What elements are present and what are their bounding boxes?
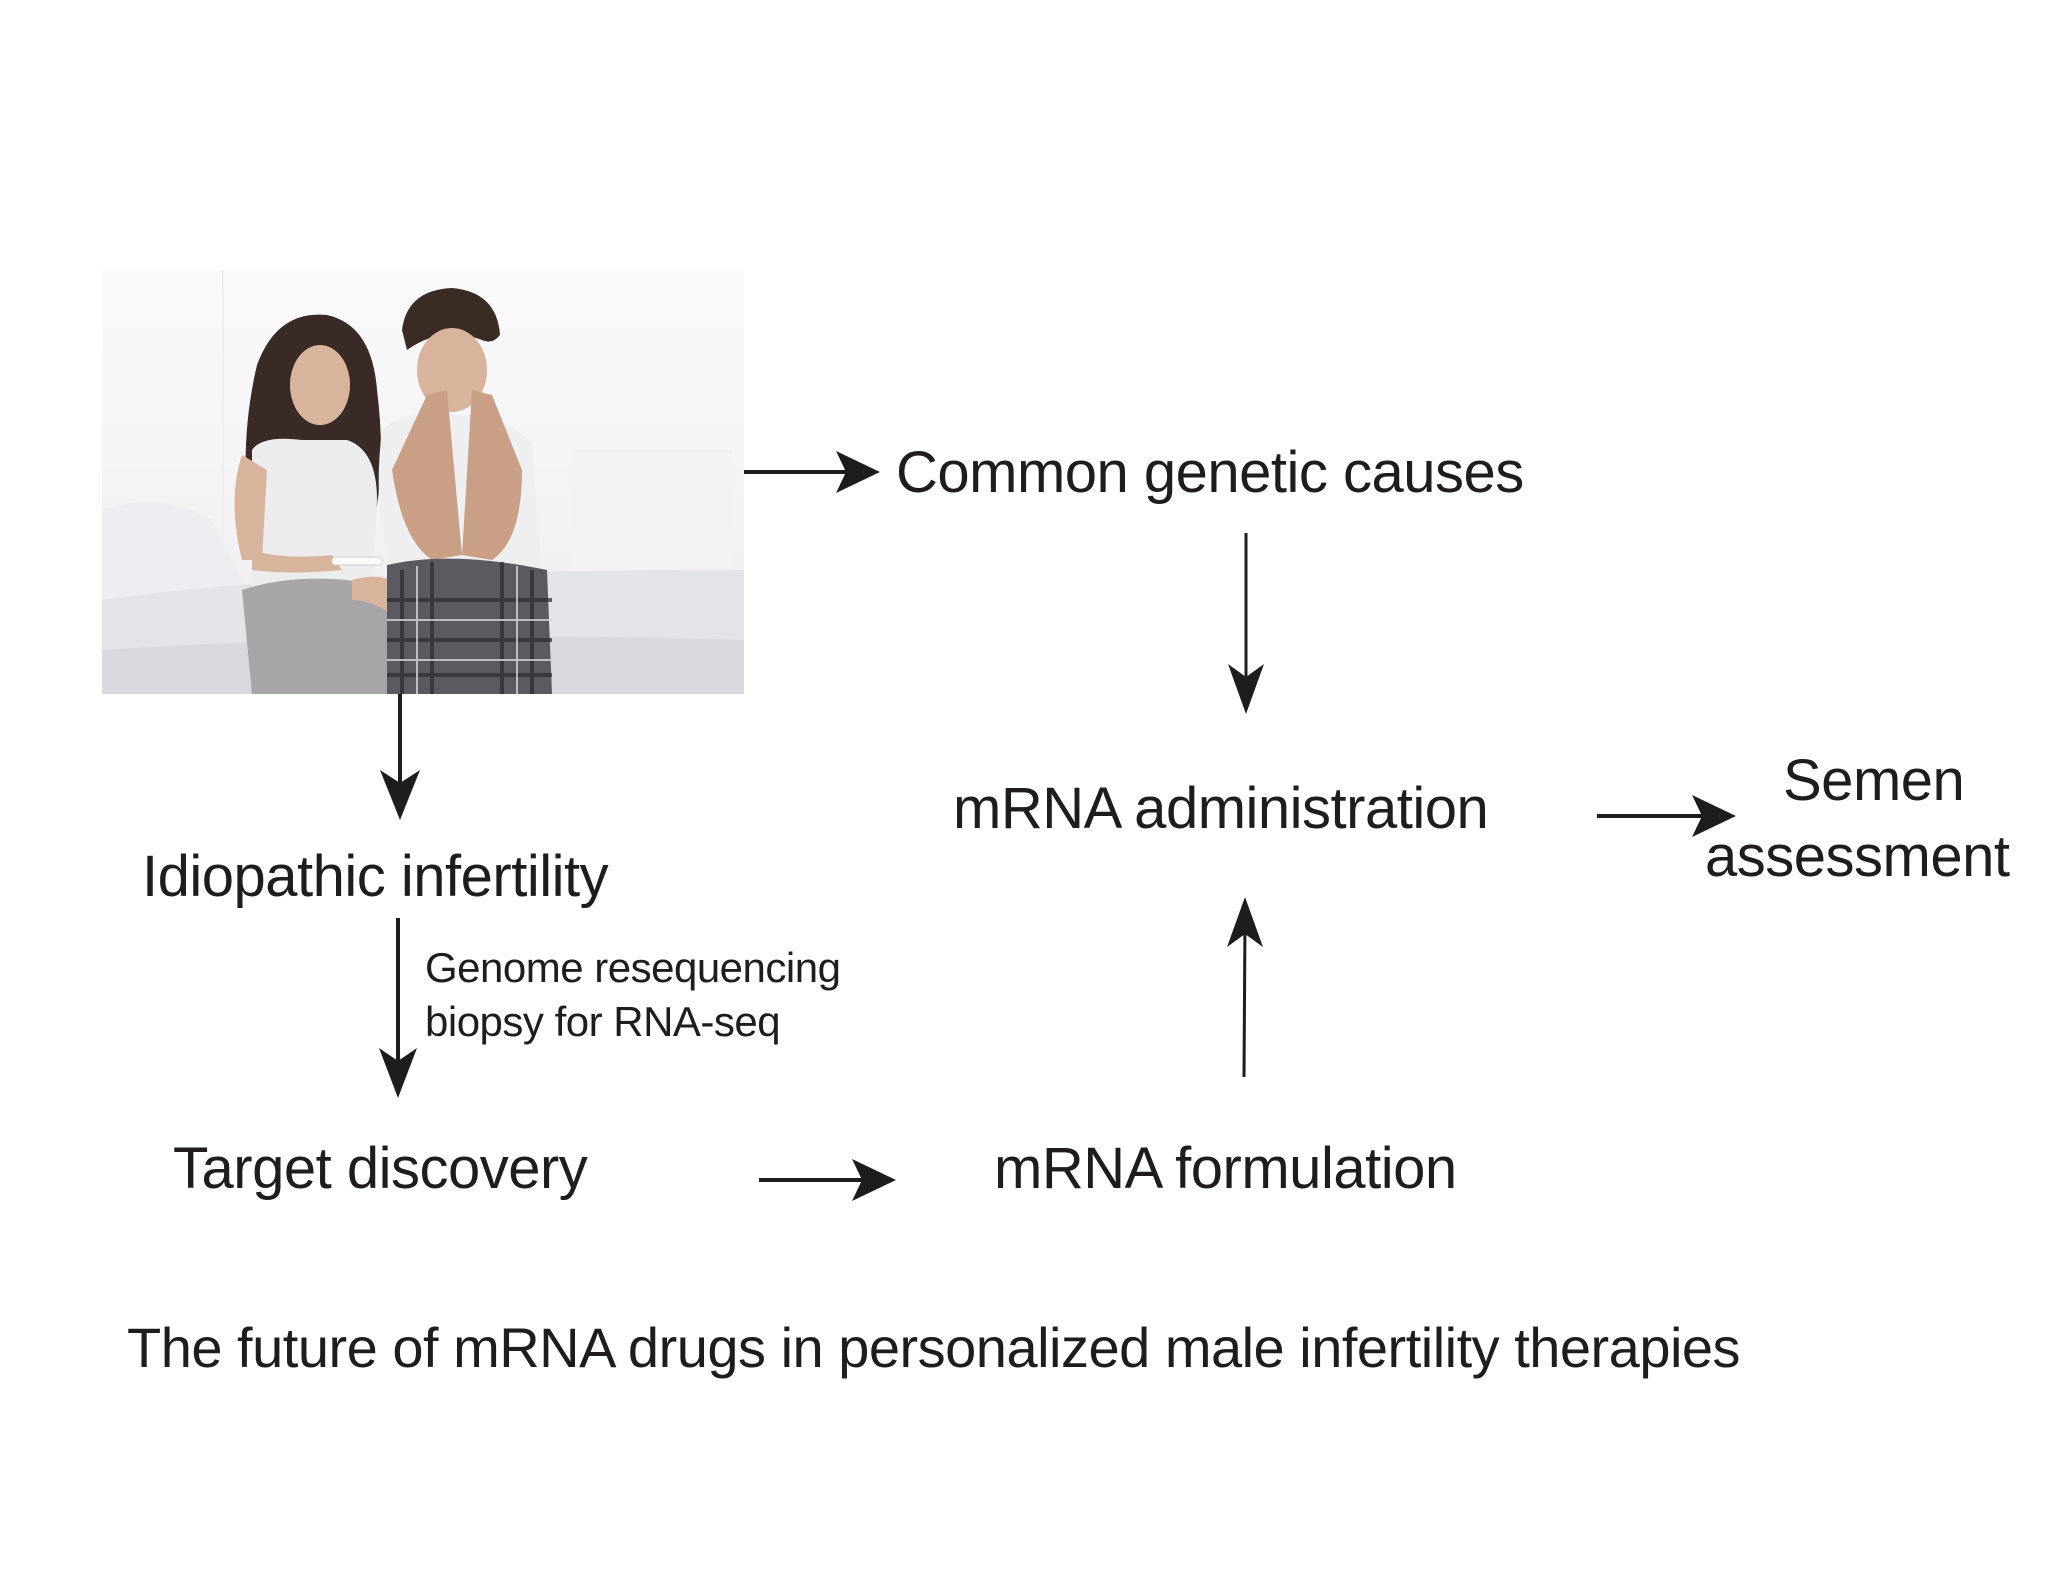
arrow-idiopathic-to-target-discovery bbox=[379, 918, 417, 1098]
man-arm-left bbox=[392, 390, 462, 560]
woman-arm bbox=[234, 455, 267, 560]
arrow-formulation-to-administration bbox=[1227, 897, 1263, 1078]
woman-face bbox=[290, 345, 350, 425]
couple-illustration bbox=[102, 270, 744, 694]
woman-leggings bbox=[242, 578, 402, 694]
arrow-administration-to-semen-assessment bbox=[1597, 795, 1736, 837]
node-mrna-formulation: mRNA formulation bbox=[994, 1136, 1457, 1201]
figure-caption: The future of mRNA drugs in personalized… bbox=[127, 1316, 1741, 1379]
edge-label-genome-resequencing: Genome resequencing bbox=[425, 944, 841, 991]
arrow-common-causes-to-administration bbox=[1228, 533, 1264, 714]
couple-photo bbox=[102, 270, 744, 694]
man-hair bbox=[402, 288, 500, 350]
arrow-photo-to-idiopathic-infertility bbox=[380, 694, 420, 820]
node-common-genetic-causes: Common genetic causes bbox=[896, 440, 1524, 505]
node-idiopathic-infertility: Idiopathic infertility bbox=[142, 844, 609, 909]
edge-label-biopsy-rna-seq: biopsy for RNA-seq bbox=[425, 998, 781, 1045]
node-mrna-administration: mRNA administration bbox=[953, 776, 1489, 841]
man-face bbox=[417, 328, 487, 412]
node-target-discovery: Target discovery bbox=[173, 1136, 588, 1201]
arrow-target-discovery-to-formulation bbox=[759, 1159, 896, 1201]
node-semen-assessment-line1: Semen bbox=[1783, 748, 1965, 813]
man-arm-right bbox=[462, 390, 522, 560]
arrow-photo-to-common-genetic-causes bbox=[744, 451, 880, 493]
pillow bbox=[102, 502, 252, 610]
node-semen-assessment-line2: assessment bbox=[1705, 824, 2010, 889]
pregnancy-test bbox=[331, 556, 383, 566]
